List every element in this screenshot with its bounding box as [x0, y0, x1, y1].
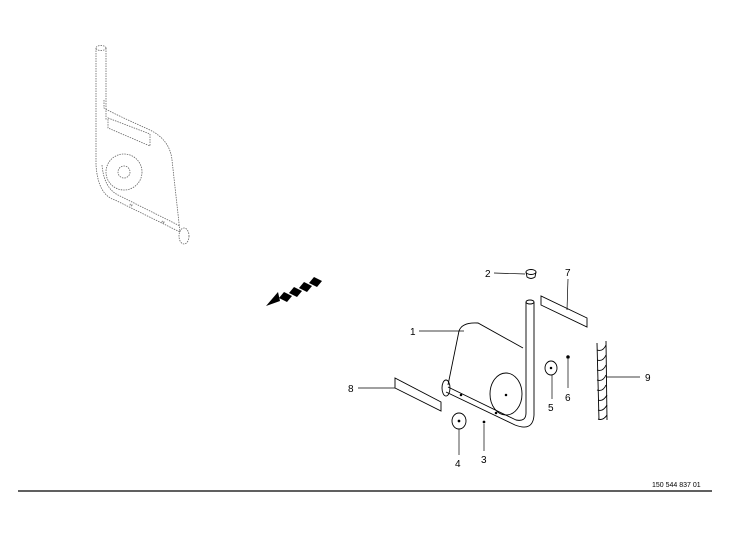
- part-cap: [525, 269, 537, 279]
- part-pin-3: [482, 420, 486, 424]
- callout-labels: 1 2 3 4 5 6 7 8 9: [348, 268, 651, 470]
- part-guard-plate: [441, 322, 524, 416]
- callout-7: 7: [565, 268, 571, 279]
- callout-1: 1: [410, 327, 416, 338]
- part-label-strip-8: [394, 377, 442, 412]
- callout-9: 9: [645, 373, 651, 384]
- part-spiral-sleeve: [596, 340, 608, 421]
- part-disc-5: [544, 360, 558, 376]
- callout-4: 4: [455, 459, 461, 470]
- callout-2: 2: [485, 269, 491, 280]
- part-disc-4: [451, 412, 467, 430]
- callout-6: 6: [565, 393, 571, 404]
- callout-5: 5: [548, 403, 554, 414]
- assembly-overview: [95, 45, 190, 245]
- callout-3: 3: [481, 455, 487, 466]
- part-screw-6: [566, 355, 570, 359]
- document-number: 150 544 837 01: [652, 482, 701, 489]
- callout-8: 8: [348, 384, 354, 395]
- leader-lines: [358, 272, 640, 455]
- part-label-strip-7: [540, 295, 588, 328]
- part-tube-frame: [445, 299, 535, 428]
- direction-arrow-icon: [266, 277, 322, 306]
